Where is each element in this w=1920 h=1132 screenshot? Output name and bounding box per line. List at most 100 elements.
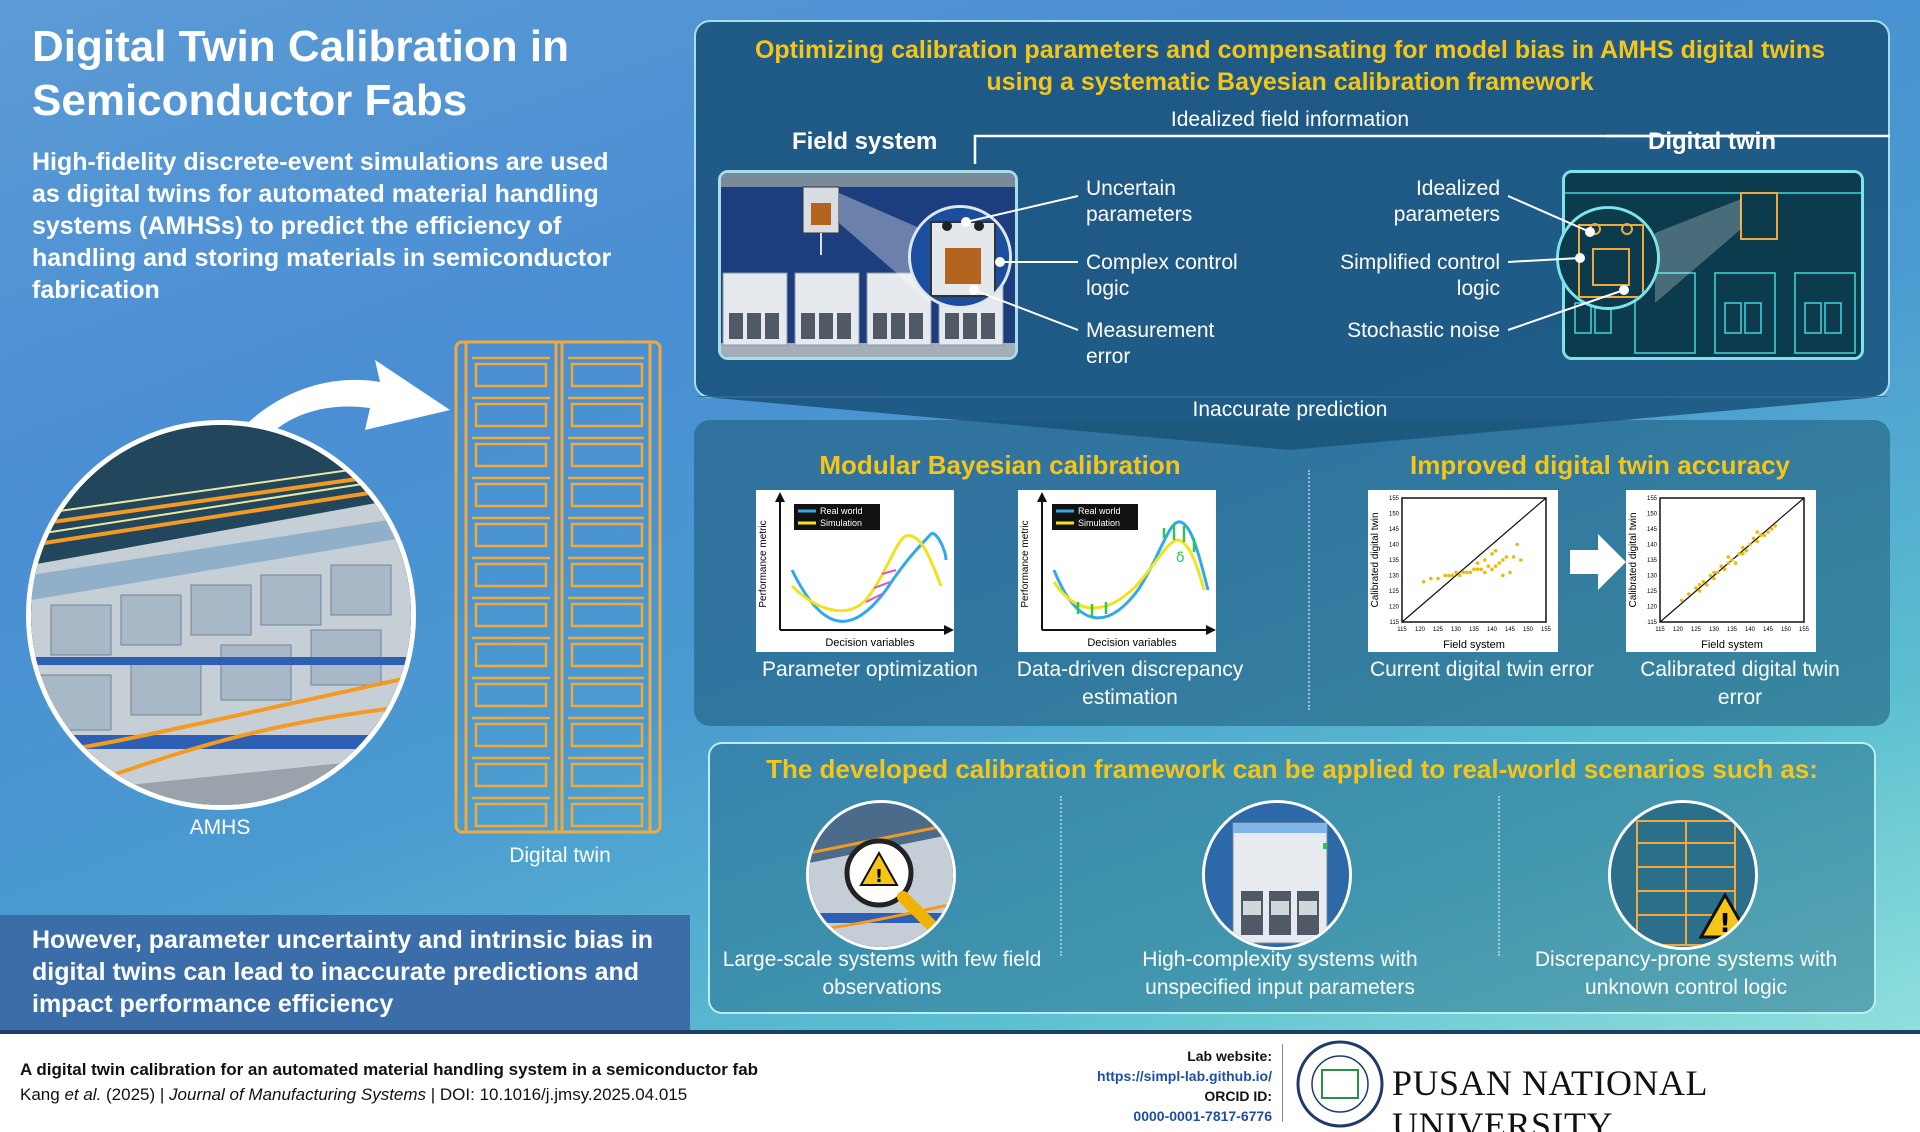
x-tick-label: 125: [1433, 627, 1444, 633]
scatter-frame: [1401, 497, 1547, 623]
plot2-xlabel: Decision variables: [1087, 637, 1177, 649]
scatter-point: [1766, 530, 1770, 534]
scatter-point: [1712, 576, 1716, 581]
rack-bin: [570, 642, 644, 668]
amhs-illustration: [26, 420, 416, 810]
x-tick-label: 130: [1709, 627, 1720, 633]
rack-bin: [474, 402, 548, 428]
applications-heading: The developed calibration framework can …: [766, 754, 1818, 784]
rack-bin: [570, 362, 644, 388]
scatter-ylabel: Calibrated digital twin: [1628, 512, 1639, 607]
discrepancy-prone-scenario-image: !: [1608, 800, 1758, 950]
citation-authors: Kang: [20, 1085, 65, 1104]
svg-text:!: !: [875, 866, 883, 887]
plot2-simulation-curve: [1052, 538, 1206, 610]
y-tick-label: 155: [1647, 496, 1658, 502]
scatter-point: [1504, 555, 1509, 559]
rack-bin: [474, 562, 548, 588]
x-tick-label: 150: [1781, 627, 1792, 633]
plot1-real-world-curve: [790, 532, 948, 623]
scatter-point: [1697, 589, 1702, 593]
plot2-legend-sim: Simulation: [1078, 518, 1120, 528]
scatter-point: [1429, 576, 1433, 581]
university-name: PUSAN NATIONAL UNIVERSITY: [1392, 1063, 1707, 1132]
scatter-point: [1490, 567, 1494, 572]
x-tick-label: 135: [1469, 627, 1480, 633]
callout-uncertain-parameters: Uncertain parameters: [1086, 177, 1193, 226]
y-tick-label: 135: [1389, 558, 1400, 564]
citation-footer: [0, 1030, 1920, 1132]
scatter-point: [1687, 592, 1691, 596]
callout-idealized-parameters: Idealized parameters: [1393, 177, 1500, 226]
scatter-point: [1461, 570, 1465, 575]
parameter-optimization-plot: Performance metric Decision variables Re…: [756, 490, 954, 652]
y-tick-label: 125: [1389, 589, 1400, 595]
rack-bin: [570, 602, 644, 628]
lab-website-link[interactable]: https://simpl-lab.github.io/: [1097, 1068, 1272, 1084]
y-tick-label: 150: [1647, 512, 1658, 518]
scatter-point: [1741, 545, 1745, 550]
scatter-point: [1447, 573, 1451, 578]
scatter-ylabel: Calibrated digital twin: [1370, 512, 1381, 607]
current-error-caption: Current digital twin error: [1369, 658, 1595, 681]
warning-banner: [0, 915, 690, 1030]
scatter-point: [1744, 548, 1749, 553]
idealized-info-label: Idealized field information: [1170, 108, 1410, 131]
plot1-xlabel: Decision variables: [825, 637, 915, 649]
feedback-arrows: [973, 134, 1890, 164]
x-tick-label: 125: [1691, 627, 1702, 633]
y-tick-label: 130: [1647, 574, 1658, 580]
x-tick-label: 115: [1655, 627, 1665, 633]
callout-complex-control-logic: Complex control logic: [1086, 251, 1238, 300]
y-tick-label: 115: [1389, 620, 1399, 626]
scatter-point: [1511, 555, 1516, 559]
rack-bin: [474, 522, 548, 548]
y-tick-label: 145: [1647, 527, 1658, 533]
scatter-point: [1475, 561, 1480, 565]
scatter-point: [1479, 567, 1483, 572]
paper-citation: Kang et al. (2025) | Journal of Manufact…: [20, 1085, 687, 1105]
plot2-ylabel: Performance metric: [1020, 520, 1031, 607]
callout-simplified-control-logic: Simplified control logic: [1340, 251, 1500, 300]
plot2-legend-real: Real world: [1078, 506, 1121, 516]
scatter-point: [1450, 573, 1455, 578]
y-tick-label: 125: [1647, 589, 1658, 595]
applications-divider-1: [1060, 796, 1062, 956]
large-scale-caption: Large-scale systems with few field obser…: [722, 948, 1042, 999]
scatter-point: [1697, 583, 1702, 587]
scatter-point: [1443, 573, 1447, 578]
scatter-xlabel: Field system: [1443, 639, 1505, 651]
scatter-point: [1501, 558, 1505, 562]
plot1-legend-sim: Simulation: [820, 518, 862, 528]
curved-arrow-icon: [210, 360, 450, 480]
orcid-link[interactable]: 0000-0001-7817-6776: [1133, 1108, 1272, 1124]
citation-journal: Journal of Manufacturing Systems: [169, 1085, 427, 1104]
middle-divider: [1308, 470, 1310, 710]
modular-bayesian-heading: Modular Bayesian calibration: [819, 450, 1181, 480]
discrepancy-estimation-plot: Performance metric Decision variables Re…: [1018, 490, 1216, 652]
scatter-point: [1501, 573, 1505, 578]
scatter-point: [1519, 558, 1523, 562]
orcid-label: ORCID ID:: [1204, 1088, 1272, 1104]
scatter-point: [1715, 570, 1720, 575]
field-system-title: Field system: [792, 128, 938, 155]
plot1-ylabel: Performance metric: [758, 520, 769, 607]
rack-bin: [570, 722, 644, 748]
rack-bin: [570, 562, 644, 588]
twin-magnifier-icon: [1556, 206, 1660, 310]
scatter-point: [1694, 586, 1698, 590]
x-tick-label: 145: [1505, 627, 1516, 633]
scatter-point: [1751, 536, 1756, 541]
x-tick-label: 150: [1523, 627, 1534, 633]
scatter-point: [1483, 570, 1487, 575]
amhs-label: AMHS: [189, 816, 251, 839]
scatter-point: [1737, 552, 1741, 556]
scatter-point: [1755, 539, 1759, 544]
scatter-point: [1769, 527, 1774, 531]
citation-doi: | DOI: 10.1016/j.jmsy.2025.04.015: [426, 1085, 688, 1104]
inaccurate-prediction-label: Inaccurate prediction: [1192, 398, 1388, 421]
scatter-point: [1465, 570, 1469, 575]
scatter-point: [1421, 579, 1426, 584]
